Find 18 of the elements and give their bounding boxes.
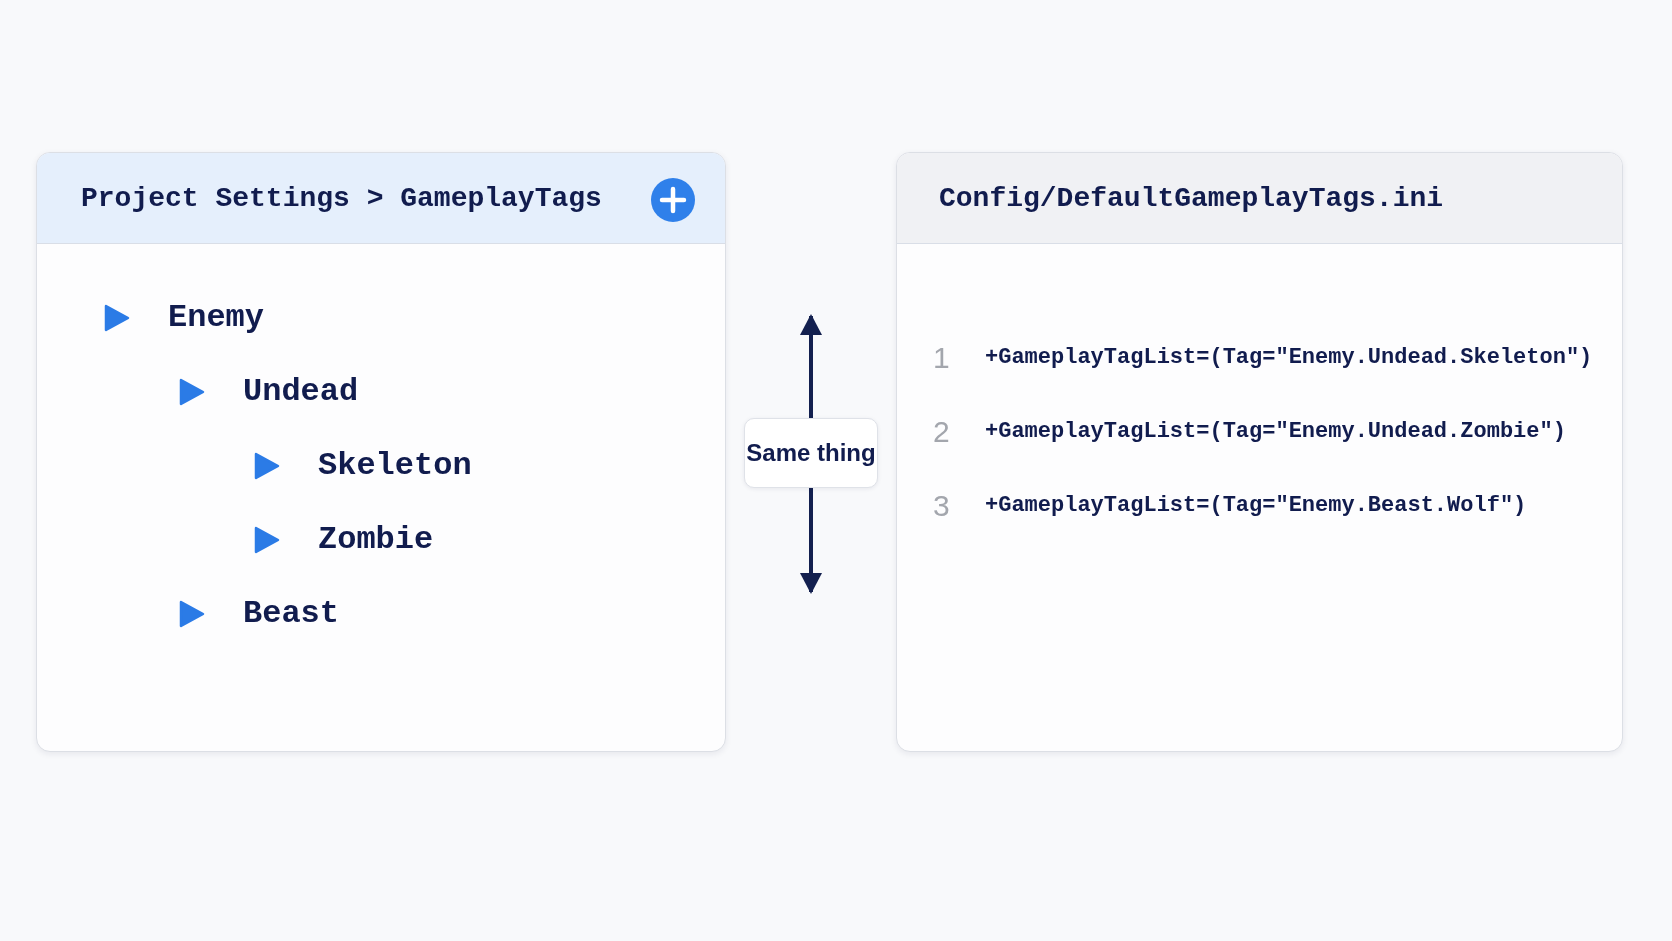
line-number: 3 xyxy=(933,489,950,523)
tree-item-label: Enemy xyxy=(168,298,264,338)
arrow xyxy=(800,488,822,594)
tree-item-label: Zombie xyxy=(318,520,434,560)
note-box: Same thing xyxy=(744,418,878,488)
tree-item-label: Skeleton xyxy=(318,446,472,486)
code-line: +GameplayTagList=(Tag="Enemy.Undead.Skeleton") xyxy=(985,344,1593,372)
arrow xyxy=(800,314,822,418)
tree-item-label: Undead xyxy=(243,372,359,412)
file-panel xyxy=(896,152,1623,752)
file-path: Config/DefaultGameplayTags.ini xyxy=(939,182,1444,216)
line-number: 2 xyxy=(933,415,950,449)
settings-panel xyxy=(36,152,726,752)
code-line: +GameplayTagList=(Tag="Enemy.Beast.Wolf") xyxy=(985,492,1527,520)
code-line: +GameplayTagList=(Tag="Enemy.Undead.Zombie") xyxy=(985,418,1566,446)
tree-item-label: Beast xyxy=(243,594,339,634)
line-number: 1 xyxy=(933,341,950,375)
breadcrumb-path: Project Settings > GameplayTags xyxy=(81,182,602,216)
